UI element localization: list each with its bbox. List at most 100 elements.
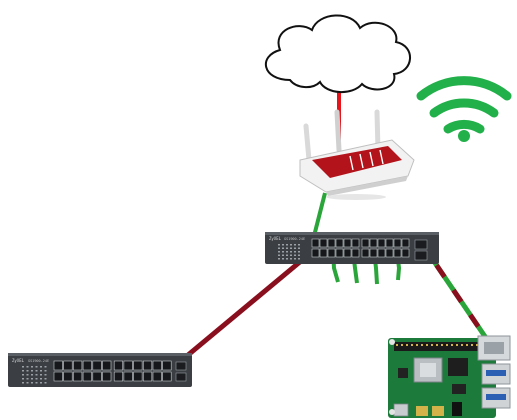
switch-port: [319, 248, 328, 258]
status-led: [31, 374, 33, 376]
main-switch-ports: [311, 238, 410, 258]
switch-port: [92, 371, 102, 382]
switch-port: [385, 248, 394, 258]
status-led: [31, 382, 33, 384]
switch-port: [143, 371, 153, 382]
status-led: [290, 258, 292, 260]
switch-port: [123, 360, 133, 371]
switch-port: [351, 248, 360, 258]
status-led: [282, 244, 284, 246]
switch-port: [311, 238, 320, 248]
status-led: [290, 244, 292, 246]
switch-port: [369, 248, 378, 258]
switch-port: [385, 238, 394, 248]
wifi-icon: [416, 76, 512, 142]
status-led: [40, 382, 42, 384]
status-led: [294, 254, 296, 256]
status-led: [278, 251, 280, 253]
status-led: [26, 366, 29, 368]
status-led: [40, 366, 42, 368]
switch-port: [133, 371, 143, 382]
status-led: [31, 378, 33, 380]
status-led: [26, 370, 29, 372]
status-led: [35, 378, 38, 380]
switch-port: [53, 360, 63, 371]
switch-port: [73, 371, 83, 382]
status-led: [44, 374, 47, 376]
switch-port: [377, 248, 386, 258]
status-led: [22, 366, 24, 368]
status-led: [26, 382, 29, 384]
status-led: [290, 254, 292, 256]
main-switch-status-leds: [278, 244, 300, 260]
switch-port: [152, 360, 162, 371]
status-led: [294, 251, 296, 253]
switch-port: [102, 371, 112, 382]
switch-port: [343, 238, 352, 248]
status-led: [278, 244, 280, 246]
pi-link-red: [428, 255, 489, 340]
router-icon: [299, 109, 415, 200]
switch-port: [162, 371, 172, 382]
secondary-switch-sfp-ports: [175, 361, 187, 382]
status-led: [22, 374, 24, 376]
cloud-icon: [264, 14, 411, 93]
switch-port: [152, 371, 162, 382]
switch-port: [92, 360, 102, 371]
switch-port: [82, 371, 92, 382]
switch-port: [82, 360, 92, 371]
switch-port: [311, 248, 320, 258]
switch-port: [335, 248, 344, 258]
switch-port: [53, 371, 63, 382]
status-led: [44, 366, 47, 368]
switch-port: [401, 248, 410, 258]
switch-port: [73, 360, 83, 371]
links: [168, 88, 489, 372]
status-led: [298, 254, 300, 256]
main-switch: ZyXEL GS1900-24E: [265, 232, 439, 264]
status-led: [35, 374, 38, 376]
status-led: [26, 378, 29, 380]
main-switch-sfp-ports: [414, 239, 428, 261]
status-led: [294, 247, 296, 249]
switch-port: [63, 371, 73, 382]
raspberry-pi-icon: [388, 335, 511, 418]
status-led: [294, 244, 296, 246]
secondary-switch-brand: ZyXEL: [12, 358, 25, 363]
switch-port: [335, 238, 344, 248]
status-led: [298, 251, 300, 253]
switch-port: [393, 248, 402, 258]
status-led: [40, 378, 42, 380]
status-led: [31, 370, 33, 372]
status-led: [35, 370, 38, 372]
status-led: [286, 244, 288, 246]
switch-port: [102, 360, 112, 371]
status-led: [44, 370, 47, 372]
switch-port: [351, 238, 360, 248]
switch-port: [113, 371, 123, 382]
status-led: [290, 251, 292, 253]
status-led: [31, 366, 33, 368]
switch-port: [162, 360, 172, 371]
status-led: [40, 370, 42, 372]
secondary-switch-model: GS1900-24E: [28, 359, 49, 363]
switch-trunk-link: [168, 254, 309, 372]
status-led: [278, 247, 280, 249]
switch-port: [63, 360, 73, 371]
status-led: [22, 378, 24, 380]
status-led: [22, 370, 24, 372]
status-led: [282, 258, 284, 260]
status-led: [286, 247, 288, 249]
switch-port: [319, 238, 328, 248]
status-led: [282, 247, 284, 249]
status-led: [40, 374, 42, 376]
status-led: [278, 258, 280, 260]
switch-port: [113, 360, 123, 371]
status-led: [278, 254, 280, 256]
main-switch-brand: ZyXEL: [269, 236, 282, 241]
switch-port: [343, 248, 352, 258]
status-led: [286, 251, 288, 253]
status-led: [35, 382, 38, 384]
status-led: [298, 247, 300, 249]
status-led: [26, 374, 29, 376]
